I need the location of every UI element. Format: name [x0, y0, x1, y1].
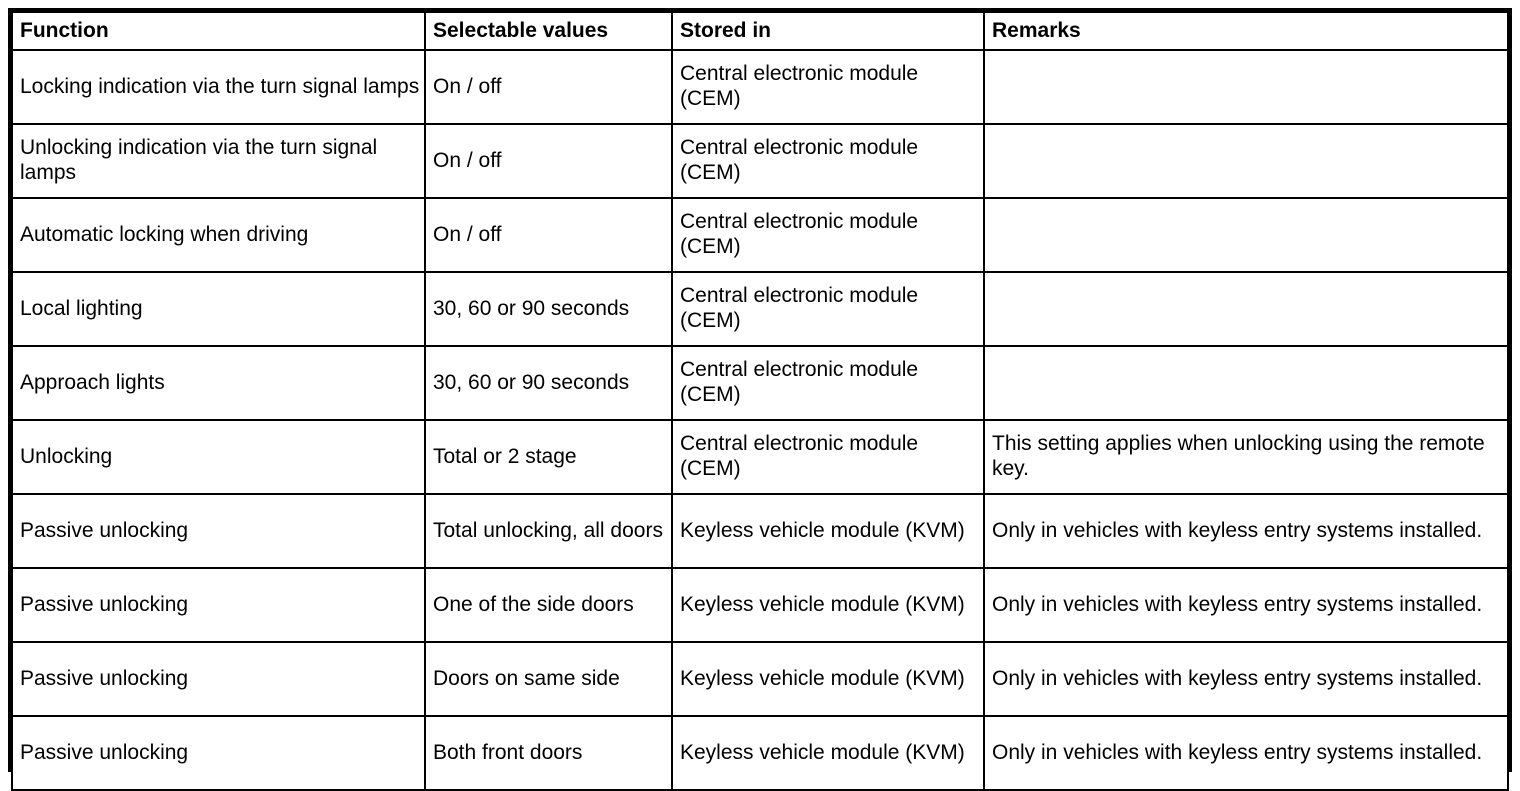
column-header-selectable-values: Selectable values [424, 11, 673, 51]
cell-stored-in: Keyless vehicle module (KVM) [671, 493, 985, 569]
cell-selectable-values: Total or 2 stage [424, 419, 673, 495]
settings-table-container: Function Selectable values Stored in Rem… [8, 8, 1512, 791]
cell-function: Local lighting [11, 271, 426, 347]
column-header-stored-in: Stored in [671, 11, 985, 51]
table-body: Locking indication via the turn signal l… [11, 49, 1509, 791]
cell-stored-in: Keyless vehicle module (KVM) [671, 715, 985, 791]
cell-function: Passive unlocking [11, 715, 426, 791]
cell-function: Approach lights [11, 345, 426, 421]
cell-selectable-values: One of the side doors [424, 567, 673, 643]
cell-remarks: Only in vehicles with keyless entry syst… [983, 715, 1509, 791]
cell-stored-in: Central electronic module (CEM) [671, 419, 985, 495]
cell-remarks [983, 271, 1509, 347]
settings-table: Function Selectable values Stored in Rem… [11, 11, 1509, 791]
table-header-row: Function Selectable values Stored in Rem… [11, 11, 1509, 51]
cell-selectable-values: Both front doors [424, 715, 673, 791]
table-row: Unlocking indication via the turn signal… [11, 123, 1509, 199]
cell-function: Locking indication via the turn signal l… [11, 49, 426, 125]
cell-function: Unlocking [11, 419, 426, 495]
cell-stored-in: Central electronic module (CEM) [671, 271, 985, 347]
cell-stored-in: Central electronic module (CEM) [671, 197, 985, 273]
cell-stored-in: Keyless vehicle module (KVM) [671, 567, 985, 643]
cell-stored-in: Central electronic module (CEM) [671, 123, 985, 199]
cell-selectable-values: 30, 60 or 90 seconds [424, 271, 673, 347]
cell-selectable-values: 30, 60 or 90 seconds [424, 345, 673, 421]
cell-stored-in: Keyless vehicle module (KVM) [671, 641, 985, 717]
cell-selectable-values: Total unlocking, all doors [424, 493, 673, 569]
cell-remarks [983, 123, 1509, 199]
column-header-function: Function [11, 11, 426, 51]
cell-remarks: Only in vehicles with keyless entry syst… [983, 493, 1509, 569]
column-header-remarks: Remarks [983, 11, 1509, 51]
cell-remarks [983, 197, 1509, 273]
cell-remarks [983, 345, 1509, 421]
cell-function: Passive unlocking [11, 567, 426, 643]
cell-function: Passive unlocking [11, 493, 426, 569]
cell-remarks: Only in vehicles with keyless entry syst… [983, 641, 1509, 717]
cell-stored-in: Central electronic module (CEM) [671, 49, 985, 125]
cell-selectable-values: On / off [424, 123, 673, 199]
cell-function: Automatic locking when driving [11, 197, 426, 273]
cell-stored-in: Central electronic module (CEM) [671, 345, 985, 421]
cell-remarks: This setting applies when unlocking usin… [983, 419, 1509, 495]
table-row: Locking indication via the turn signal l… [11, 49, 1509, 125]
cell-function: Passive unlocking [11, 641, 426, 717]
cell-remarks: Only in vehicles with keyless entry syst… [983, 567, 1509, 643]
cell-selectable-values: On / off [424, 49, 673, 125]
cell-remarks [983, 49, 1509, 125]
cell-selectable-values: On / off [424, 197, 673, 273]
cell-selectable-values: Doors on same side [424, 641, 673, 717]
cell-function: Unlocking indication via the turn signal… [11, 123, 426, 199]
